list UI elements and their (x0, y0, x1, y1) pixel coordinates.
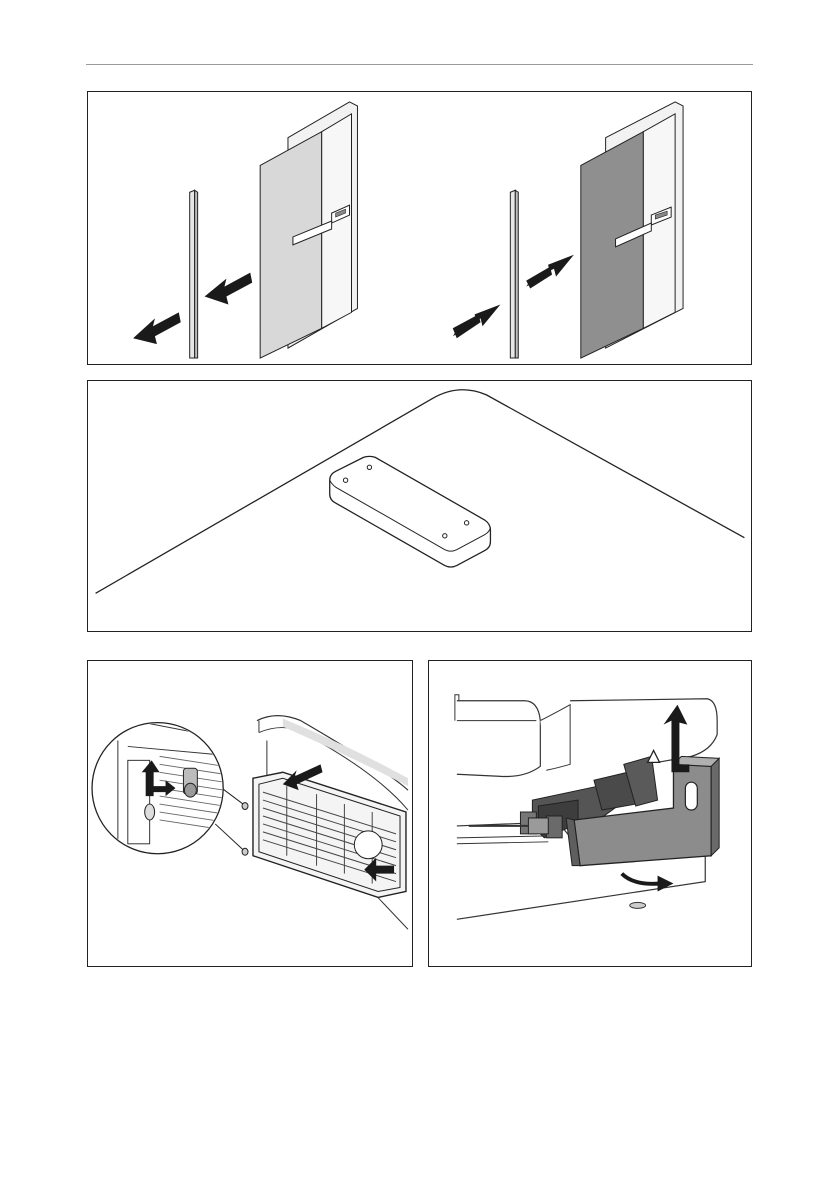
hinge-bracket-illustration (429, 661, 751, 966)
door-panels-illustration (88, 92, 751, 364)
left-door-group (190, 102, 358, 358)
vent-grille-illustration (88, 661, 412, 966)
base-plate-illustration (88, 381, 751, 631)
figure-door-panels (87, 91, 752, 365)
figure-base-plate (87, 380, 752, 632)
right-door-group (510, 102, 683, 358)
arrow-icon (133, 312, 181, 344)
detail-magnifier (92, 721, 237, 860)
figure-hinge-bracket (428, 660, 752, 967)
figure-vent-grille (87, 660, 413, 967)
base-plate-block (330, 456, 491, 567)
header-rule (86, 64, 753, 65)
arrow-icon (205, 273, 253, 305)
grille-panel (253, 772, 406, 897)
